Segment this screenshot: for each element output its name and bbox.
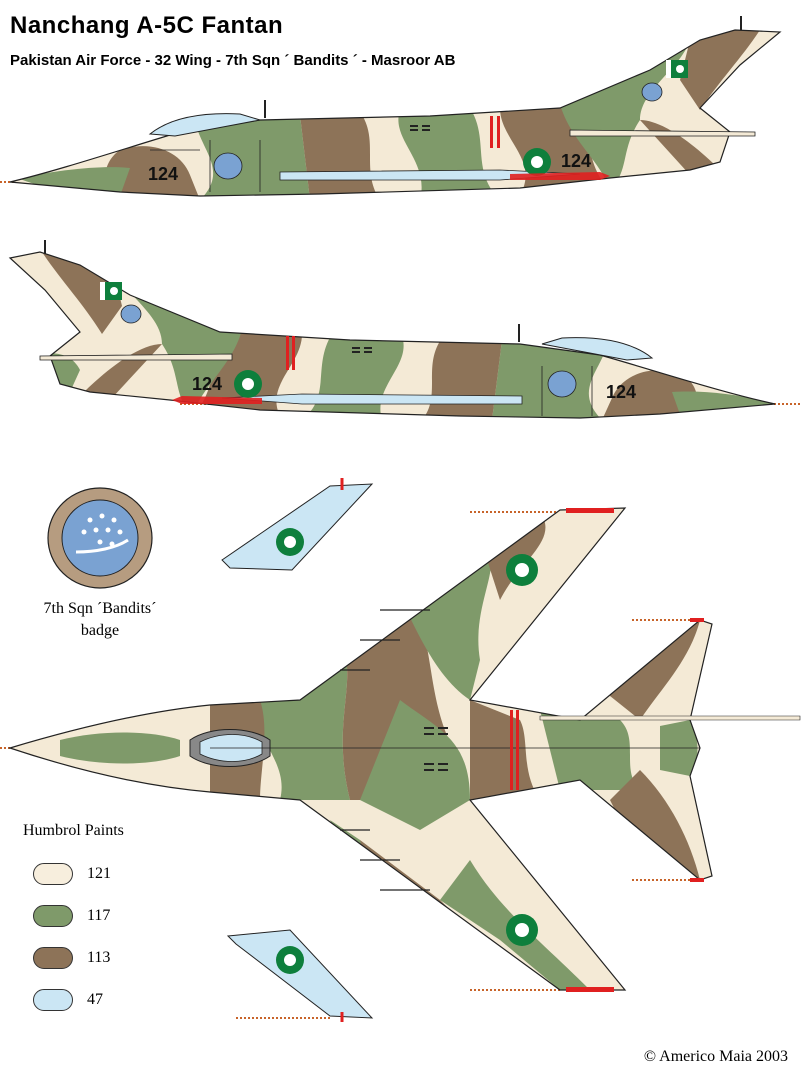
side-view-right: 124 124: [8, 240, 802, 419]
paint-swatch: [33, 905, 73, 927]
page-title: Nanchang A-5C Fantan: [10, 12, 284, 39]
page-subtitle: Pakistan Air Force - 32 Wing - 7th Sqn ´…: [10, 52, 456, 69]
paint-code: 47: [87, 991, 103, 1008]
underside-wing-upper: [221, 478, 374, 571]
paint-swatch: [33, 947, 73, 969]
paint-row-47: 47: [33, 988, 103, 1012]
paint-row-121: 121: [33, 862, 111, 886]
paint-row-113: 113: [33, 946, 110, 970]
paint-code: 121: [87, 865, 111, 882]
underside-wing-lower: [226, 929, 374, 1022]
badge-caption-line2: badge: [80, 622, 120, 639]
side-view-left: 124 124: [0, 16, 782, 197]
paint-swatch: [33, 863, 73, 885]
badge-caption: 7th Sqn ´Bandits´ badge: [30, 598, 170, 642]
serial-number: 124: [561, 151, 591, 171]
copyright: © Americo Maia 2003: [643, 1048, 788, 1065]
serial-number: 124: [192, 374, 222, 394]
badge-caption-line1: 7th Sqn ´Bandits´: [43, 600, 157, 617]
serial-number: 124: [148, 164, 178, 184]
paint-swatch: [33, 989, 73, 1011]
paint-code: 117: [87, 907, 111, 924]
paint-row-117: 117: [33, 904, 110, 928]
squadron-badge: [47, 487, 153, 589]
serial-number: 124: [606, 382, 636, 402]
paints-title: Humbrol Paints: [23, 822, 124, 839]
paint-code: 113: [87, 949, 111, 966]
